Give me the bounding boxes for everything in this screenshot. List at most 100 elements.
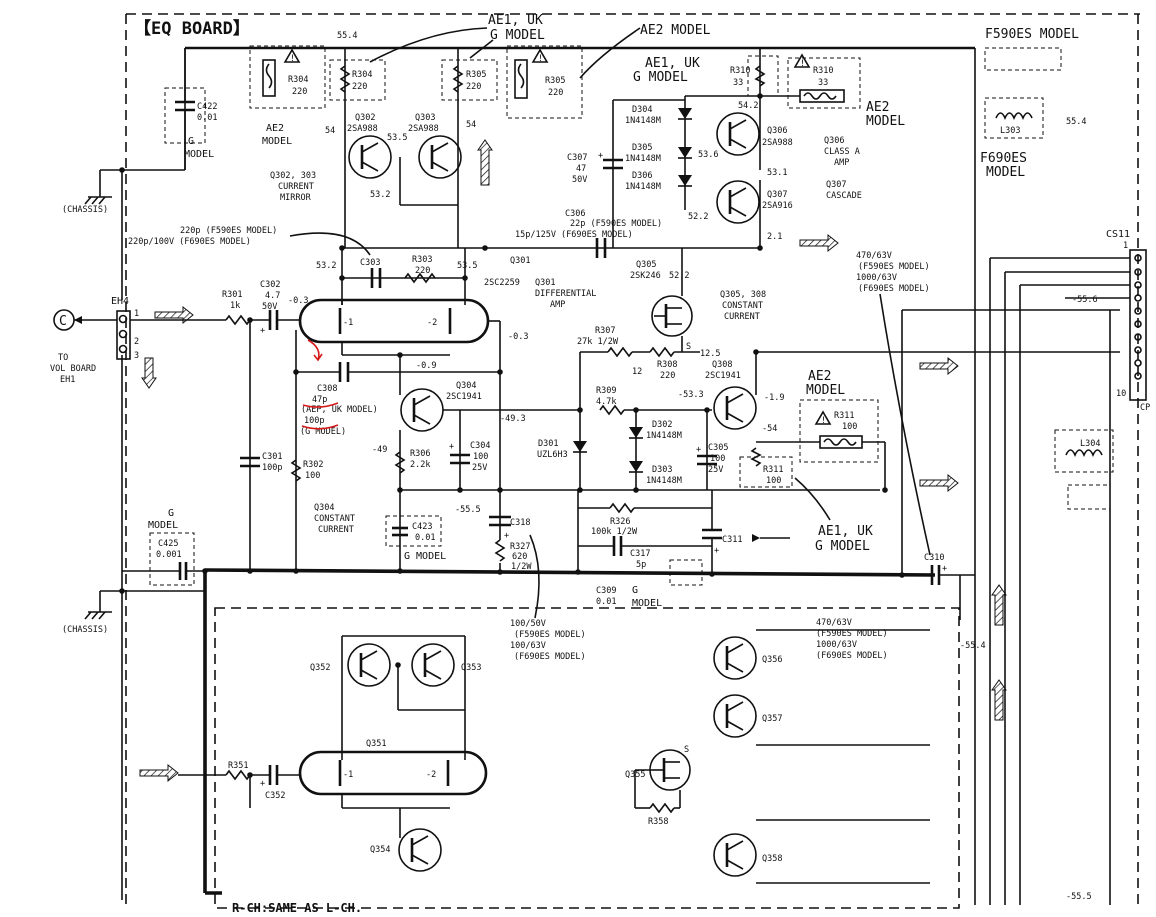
- svg-text:R305: R305: [466, 70, 486, 80]
- svg-text:100: 100: [710, 454, 725, 464]
- svg-text:100: 100: [305, 471, 320, 481]
- svg-text:R327: R327: [510, 542, 530, 552]
- svg-text:1: 1: [1123, 241, 1128, 251]
- svg-text:2SA916: 2SA916: [762, 201, 793, 211]
- svg-text:C423: C423: [412, 522, 432, 532]
- resistor-r303: R303 220: [404, 255, 436, 284]
- capacitor-c304: + C304 100 25V: [449, 410, 490, 490]
- svg-text:C310: C310: [924, 553, 944, 563]
- capacitor-c422: C422 0.01 G MODEL: [164, 48, 217, 170]
- inductor-l304: L304: [1054, 429, 1114, 510]
- svg-text:-2: -2: [427, 318, 437, 328]
- svg-text:S: S: [686, 342, 691, 352]
- svg-text:R351: R351: [228, 761, 248, 771]
- svg-text:2SK246: 2SK246: [630, 271, 661, 281]
- svg-text:R311: R311: [763, 465, 783, 475]
- svg-text:CASCADE: CASCADE: [826, 191, 862, 201]
- svg-text:R326: R326: [610, 517, 630, 527]
- svg-text:Q302, 303: Q302, 303: [270, 171, 316, 181]
- svg-text:2SA988: 2SA988: [408, 124, 439, 134]
- svg-text:MODEL: MODEL: [866, 114, 905, 129]
- svg-text:-0.9: -0.9: [416, 361, 436, 371]
- svg-text:DIFFERENTIAL: DIFFERENTIAL: [535, 289, 596, 299]
- main-rails: [121, 46, 976, 905]
- svg-text:+: +: [942, 564, 947, 574]
- resistor-r326: R326 100k 1/2W: [577, 490, 712, 572]
- transistor-q357: Q357: [712, 693, 930, 746]
- capacitor-c310: C310 +: [901, 309, 1120, 585]
- resistor-r305-ae2: ! R305 220: [506, 45, 583, 119]
- svg-text:C301: C301: [262, 452, 282, 462]
- svg-text:CLASS A: CLASS A: [824, 147, 860, 157]
- capacitor-c311: C311 +: [702, 490, 790, 574]
- svg-text:1000/63V: 1000/63V: [816, 640, 857, 650]
- zener-d301: D301 UZL6H3: [537, 439, 588, 460]
- svg-text:+: +: [260, 779, 265, 789]
- svg-text:2: 2: [134, 337, 139, 347]
- svg-text:!: !: [290, 54, 295, 64]
- junction-dots: [119, 93, 905, 778]
- svg-text:CURRENT: CURRENT: [278, 182, 314, 192]
- svg-text:G MODEL: G MODEL: [490, 28, 545, 43]
- svg-text:(F590ES MODEL): (F590ES MODEL): [816, 629, 888, 639]
- resistor-r305: R305 220: [441, 48, 498, 120]
- svg-text:(AEP, UK MODEL): (AEP, UK MODEL): [301, 405, 378, 415]
- capacitor-c423: C423 0.01 G MODEL: [385, 490, 446, 570]
- svg-text:2SA988: 2SA988: [762, 138, 793, 148]
- svg-text:33: 33: [818, 78, 828, 88]
- svg-text:!: !: [800, 59, 805, 69]
- transistor-q304: Q304 2SC1941 Q304 CONSTANT CURRENT -49.3…: [314, 381, 580, 535]
- svg-text:C318: C318: [510, 518, 530, 528]
- svg-text:220: 220: [292, 87, 307, 97]
- svg-text:MODEL: MODEL: [632, 598, 662, 609]
- capacitor-c305: + C305 100 25V: [696, 410, 728, 490]
- svg-text:3: 3: [134, 351, 139, 361]
- diode-d302-d303: D302 1N4148M D303 1N4148M: [628, 410, 682, 490]
- svg-text:C352: C352: [265, 791, 285, 801]
- svg-text:Q305, 308: Q305, 308: [720, 290, 766, 300]
- transistor-q356: Q356: [712, 629, 930, 681]
- svg-text:-55.4: -55.4: [960, 641, 986, 651]
- svg-text:Q308: Q308: [712, 360, 732, 370]
- svg-text:(F590ES MODEL): (F590ES MODEL): [858, 262, 930, 272]
- svg-text:G MODEL: G MODEL: [404, 551, 446, 562]
- svg-text:220: 220: [415, 266, 430, 276]
- svg-text:F590ES MODEL: F590ES MODEL: [985, 27, 1079, 42]
- svg-text:MODEL: MODEL: [148, 520, 178, 531]
- svg-text:2SC1941: 2SC1941: [705, 371, 741, 381]
- svg-text:50V: 50V: [572, 175, 587, 185]
- svg-text:-54: -54: [762, 424, 777, 434]
- svg-text:!: !: [538, 54, 543, 64]
- capacitor-c317: C317 5p: [578, 536, 712, 570]
- svg-text:AE2 MODEL: AE2 MODEL: [640, 23, 711, 38]
- svg-text:54.2: 54.2: [738, 101, 758, 111]
- svg-text:220: 220: [466, 82, 481, 92]
- svg-text:AE1, UK: AE1, UK: [488, 13, 543, 28]
- svg-text:50V: 50V: [262, 302, 277, 312]
- svg-text:R308: R308: [657, 360, 677, 370]
- svg-text:Q306: Q306: [767, 126, 787, 136]
- svg-text:1N4148M: 1N4148M: [625, 154, 661, 164]
- transistor-q358: Q358: [712, 819, 930, 884]
- svg-text:100: 100: [473, 452, 488, 462]
- svg-text:G: G: [168, 508, 174, 519]
- svg-text:2.2k: 2.2k: [410, 460, 430, 470]
- svg-text:R306: R306: [410, 449, 430, 459]
- svg-text:-0.3: -0.3: [288, 296, 308, 306]
- capacitor-c303: 220p (F590ES MODEL) 220p/100V (F690ES MO…: [128, 226, 477, 305]
- resistor-r307: R307 27k 1/2W 12: [577, 326, 650, 490]
- svg-text:4.7: 4.7: [265, 291, 280, 301]
- svg-text:100p: 100p: [304, 416, 324, 426]
- transistor-q353: Q353: [397, 636, 481, 760]
- svg-text:C422: C422: [197, 102, 217, 112]
- svg-text:220p/100V (F690ES MODEL): 220p/100V (F690ES MODEL): [128, 237, 251, 247]
- svg-text:53.5: 53.5: [387, 133, 407, 143]
- svg-text:1N4148M: 1N4148M: [625, 182, 661, 192]
- svg-text:47p: 47p: [312, 395, 327, 405]
- svg-text:CONSTANT: CONSTANT: [722, 301, 763, 311]
- svg-text:R304: R304: [352, 70, 372, 80]
- svg-text:Q306: Q306: [824, 136, 844, 146]
- svg-text:MODEL: MODEL: [986, 165, 1025, 180]
- svg-text:25V: 25V: [472, 463, 487, 473]
- svg-text:-1: -1: [343, 318, 353, 328]
